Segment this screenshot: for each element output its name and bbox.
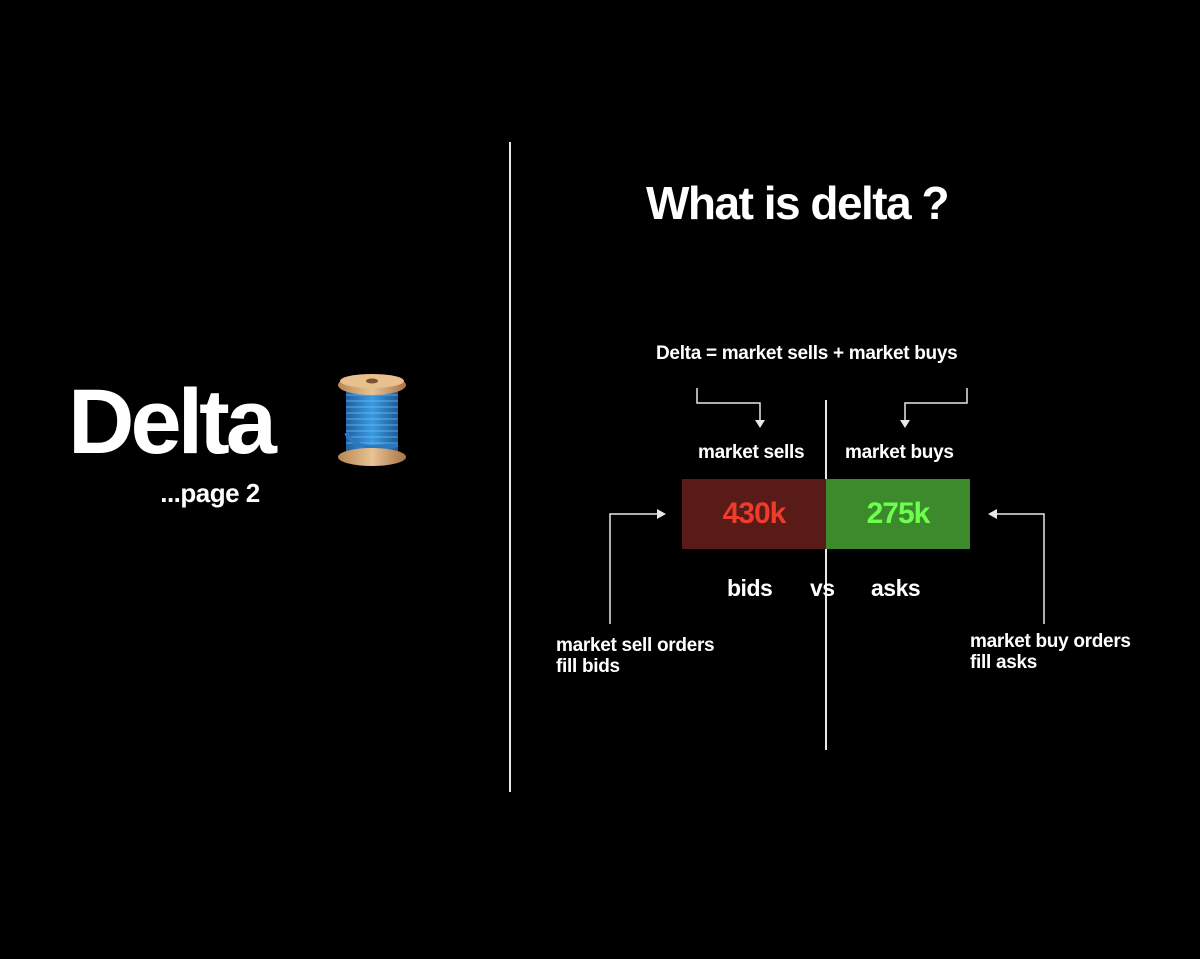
market-sells-box: 430k <box>682 479 826 549</box>
label-market-buys: market buys <box>845 442 954 463</box>
page-title-left: Delta <box>68 371 277 473</box>
page-title-right: What is delta ? <box>646 177 950 229</box>
center-divider <box>825 400 827 750</box>
label-bids: bids <box>727 575 773 601</box>
label-asks: asks <box>871 575 921 601</box>
spool-of-thread-icon <box>336 373 408 467</box>
delta-formula: Delta = market sells + market buys <box>656 343 958 364</box>
note-market-sell-orders: market sell orders fill bids <box>556 635 715 677</box>
note-sell-line1: market sell orders <box>556 635 715 656</box>
note-buy-line1: market buy orders <box>970 631 1131 652</box>
market-buys-box: 275k <box>826 479 970 549</box>
label-vs: vs <box>810 575 835 601</box>
label-market-sells: market sells <box>698 442 805 463</box>
note-market-buy-orders: market buy orders fill asks <box>970 631 1131 673</box>
note-buy-line2: fill asks <box>970 652 1038 673</box>
note-sell-line2: fill bids <box>556 656 620 677</box>
page-subtitle: ...page 2 <box>160 478 260 508</box>
market-buys-value: 275k <box>866 497 931 530</box>
market-sells-value: 430k <box>722 497 787 530</box>
section-divider <box>509 142 511 792</box>
